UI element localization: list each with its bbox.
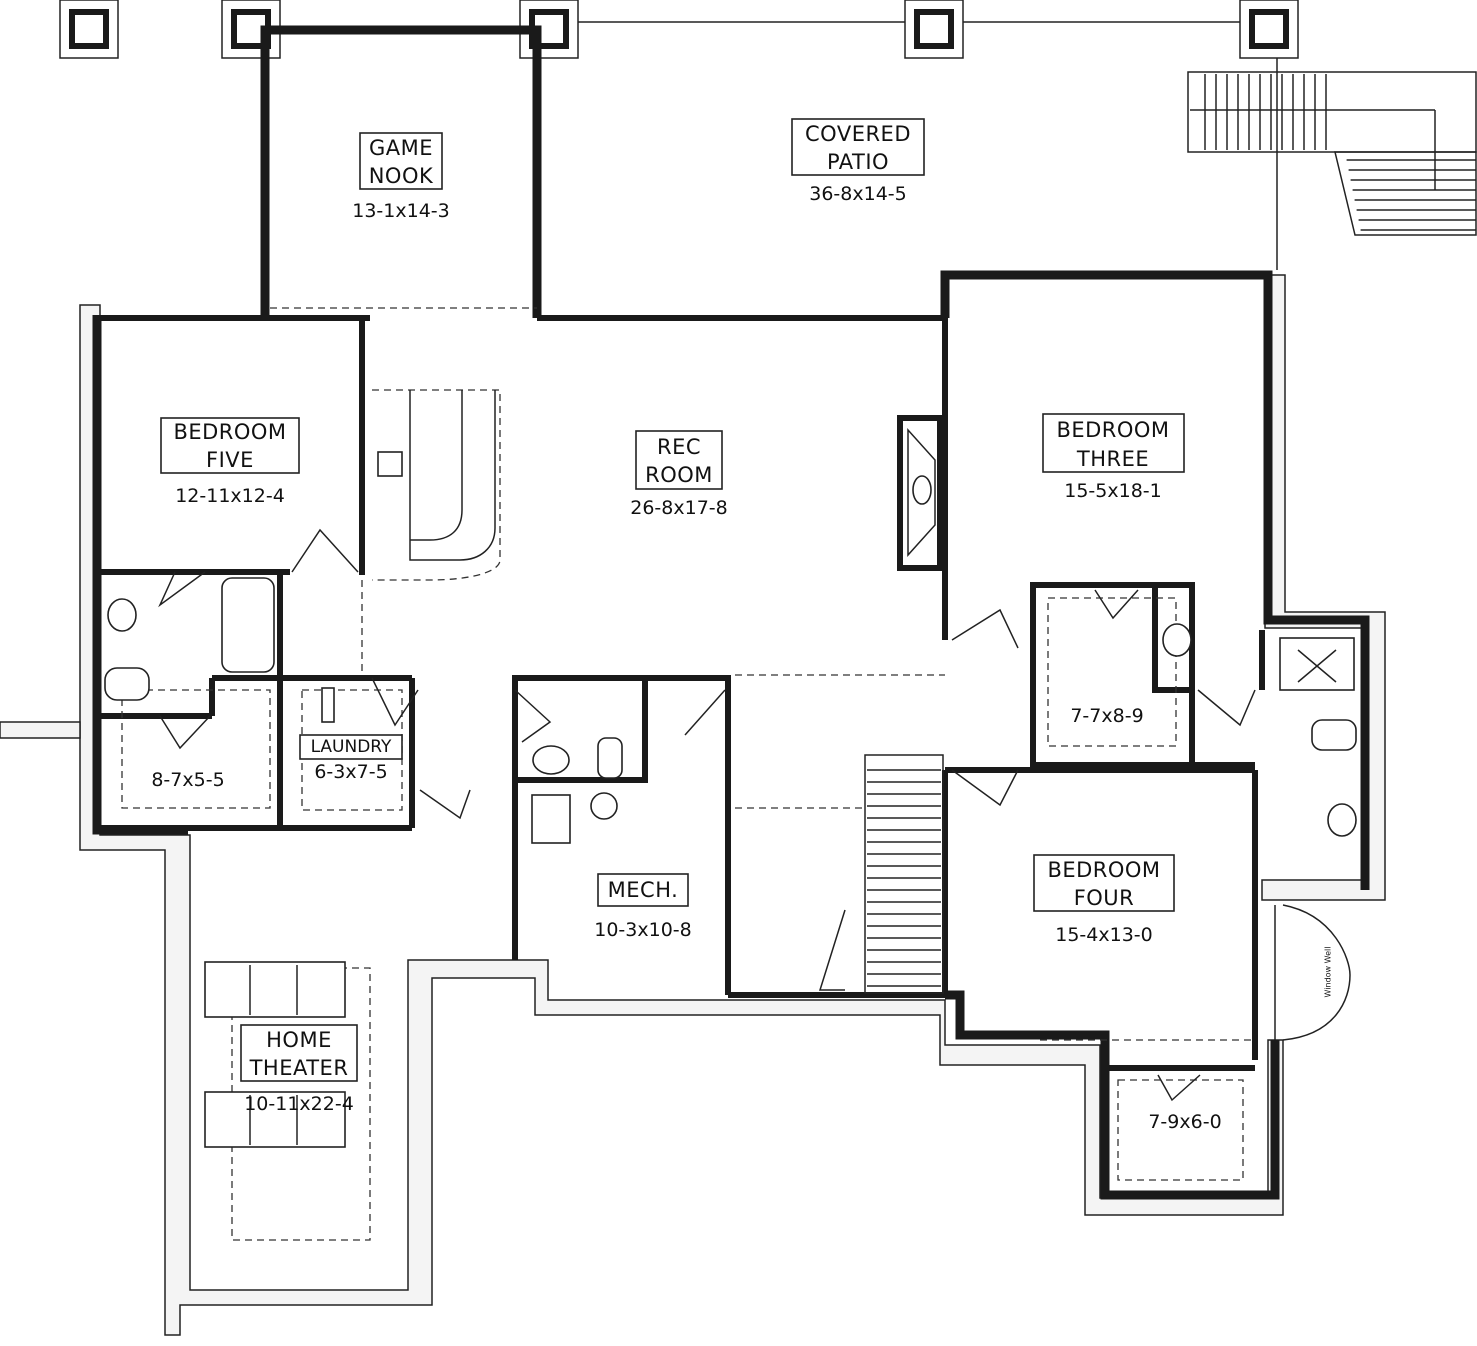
- room-name-home-theater-line2: THEATER: [249, 1056, 349, 1080]
- room-name-bedroom-five: BEDROOM: [173, 420, 286, 444]
- room-name-mech: MECH.: [608, 878, 679, 902]
- walls: [92, 25, 1370, 1200]
- room-name-home-theater: HOME: [266, 1028, 332, 1052]
- interior-stairs: [818, 754, 944, 994]
- fireplace: [897, 415, 943, 571]
- room-name-bedroom-four-line2: FOUR: [1074, 886, 1135, 910]
- room-name-bedroom-three-line2: THREE: [1076, 447, 1149, 471]
- room-dims-bedroom-three: 15-5x18-1: [1064, 480, 1162, 502]
- room-tag-bedroom-three: [1042, 413, 1185, 473]
- room-name-bedroom-three: BEDROOM: [1056, 418, 1169, 442]
- room-tag-game-nook: [359, 132, 443, 190]
- room-name-rec-room-line2: ROOM: [645, 463, 713, 487]
- room-tag-laundry: [299, 734, 403, 760]
- room-name-bedroom-five-line2: FIVE: [206, 448, 254, 472]
- room-tag-mech: [597, 873, 689, 907]
- room-dims-bedroom-four: 15-4x13-0: [1055, 924, 1153, 946]
- closet-dims-bed-three: 7-7x8-9: [1070, 705, 1143, 727]
- doors: [158, 528, 1256, 1102]
- room-dims-game-nook: 13-1x14-3: [352, 200, 450, 222]
- room-tag-rec-room: [635, 430, 723, 490]
- room-tag-bedroom-four: [1033, 854, 1175, 912]
- room-name-game-nook-line2: NOOK: [369, 164, 434, 188]
- room-name-rec-room: REC: [657, 435, 701, 459]
- room-tag-home-theater: [240, 1024, 358, 1082]
- room-dims-mech: 10-3x10-8: [594, 919, 692, 941]
- room-name-bedroom-four: BEDROOM: [1047, 858, 1160, 882]
- room-name-laundry: LAUNDRY: [311, 737, 392, 757]
- room-dims-rec-room: 26-8x17-8: [630, 497, 728, 519]
- room-name-covered-patio-line2: PATIO: [827, 150, 889, 174]
- window-well-label: Window Well: [1324, 947, 1333, 998]
- room-name-covered-patio: COVERED: [805, 122, 911, 146]
- room-dims-bedroom-five: 12-11x12-4: [175, 485, 285, 507]
- exterior-stairs: [1187, 71, 1477, 236]
- kitchenette: [377, 390, 496, 561]
- window-well: [1274, 904, 1351, 1041]
- room-dims-covered-patio: 36-8x14-5: [809, 183, 907, 205]
- room-labels: GAME NOOK 13-1x14-3 COVERED PATIO 36-8x1…: [151, 118, 1222, 1133]
- closet-dims-bed-four: 7-9x6-0: [1148, 1111, 1221, 1133]
- room-dims-laundry: 6-3x7-5: [314, 761, 387, 783]
- dashed-lines: [121, 307, 1255, 1241]
- closet-dims-bed-five: 8-7x5-5: [151, 769, 224, 791]
- room-tag-bedroom-five: [160, 417, 300, 474]
- porch-posts: [59, 0, 1299, 270]
- room-dims-home-theater: 10-11x22-4: [244, 1093, 354, 1115]
- room-tag-covered-patio: [791, 118, 925, 176]
- room-name-game-nook: GAME: [369, 136, 433, 160]
- fixtures: [104, 577, 1357, 1148]
